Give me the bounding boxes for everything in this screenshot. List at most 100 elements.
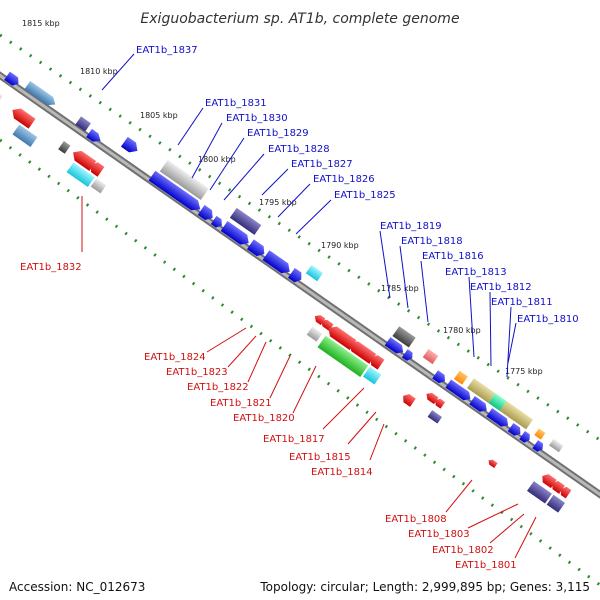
accession-label: Accession: NC_012673 [9, 580, 146, 594]
kbp-label: 1795 kbp [259, 198, 297, 207]
gene-arrow[interactable] [433, 397, 446, 409]
gene-label[interactable]: EAT1b_1821 [210, 398, 272, 409]
gene-label[interactable]: EAT1b_1810 [517, 314, 579, 325]
gene-arrow[interactable] [246, 239, 268, 259]
gene-arrow[interactable] [392, 326, 416, 348]
gene-label[interactable]: EAT1b_1822 [187, 382, 249, 393]
gene-arrow[interactable] [287, 267, 305, 285]
gene-arrow[interactable] [469, 396, 489, 415]
gene-label[interactable]: EAT1b_1830 [226, 113, 288, 124]
gene-arrow[interactable] [4, 71, 21, 88]
gene-arrow[interactable] [197, 205, 216, 223]
gene-arrow[interactable] [210, 215, 225, 230]
gene-label[interactable]: EAT1b_1837 [136, 45, 198, 56]
reverse-strand-genes [0, 89, 572, 513]
gene-arrow[interactable] [427, 410, 443, 424]
gene-arrow[interactable] [70, 147, 97, 171]
kbp-tick-labels: 1815 kbp 1810 kbp 1805 kbp 1800 kbp 1795… [22, 19, 543, 376]
inner-tick-track [0, 138, 600, 587]
kbp-label: 1775 kbp [505, 367, 543, 376]
kbp-label: 1780 kbp [443, 326, 481, 335]
gene-arrow[interactable] [422, 349, 439, 365]
kbp-label: 1805 kbp [140, 111, 178, 120]
gene-label[interactable]: EAT1b_1828 [268, 144, 330, 155]
gene-arrow[interactable] [262, 250, 294, 276]
gene-arrow[interactable] [486, 408, 511, 429]
gene-arrow[interactable] [313, 313, 326, 326]
gene-arrow[interactable] [12, 124, 38, 147]
gene-arrow[interactable] [306, 326, 323, 342]
gene-label[interactable]: EAT1b_1829 [247, 128, 309, 139]
gene-arrow[interactable] [467, 378, 496, 403]
gene-arrow[interactable] [534, 428, 546, 440]
gene-arrow[interactable] [488, 393, 507, 412]
gene-label[interactable]: EAT1b_1815 [289, 452, 351, 463]
gene-label[interactable]: EAT1b_1808 [385, 514, 447, 525]
gene-arrow[interactable] [400, 392, 416, 407]
gene-arrow[interactable] [346, 338, 377, 364]
gene-arrow[interactable] [148, 170, 204, 215]
forward-gene-labels: EAT1b_1837 EAT1b_1831 EAT1b_1830 EAT1b_1… [136, 45, 579, 325]
gene-arrow[interactable] [532, 440, 545, 453]
gene-label[interactable]: EAT1b_1812 [470, 282, 532, 293]
gene-arrow[interactable] [159, 159, 209, 200]
gene-arrow[interactable] [546, 494, 566, 513]
gene-arrow[interactable] [325, 323, 357, 351]
genome-backbone [0, 71, 600, 499]
gene-arrow[interactable] [368, 353, 385, 370]
gene-arrow[interactable] [487, 458, 498, 469]
gene-arrow[interactable] [384, 337, 406, 356]
gene-arrow[interactable] [549, 479, 565, 494]
gene-arrow[interactable] [220, 221, 252, 248]
gene-arrow[interactable] [401, 349, 415, 362]
gene-label[interactable]: EAT1b_1802 [432, 545, 494, 556]
gene-arrow[interactable] [86, 128, 103, 145]
gene-arrow[interactable] [507, 422, 524, 438]
reverse-callout-lines [81, 196, 537, 559]
gene-arrow[interactable] [90, 178, 107, 194]
gene-arrow[interactable] [9, 105, 36, 129]
gene-label[interactable]: EAT1b_1817 [263, 434, 325, 445]
gene-label[interactable]: EAT1b_1823 [166, 367, 228, 378]
gene-label[interactable]: EAT1b_1820 [233, 413, 295, 424]
gene-arrow[interactable] [453, 370, 468, 385]
gene-arrow[interactable] [432, 370, 448, 385]
reverse-gene-labels: EAT1b_1832 EAT1b_1824 EAT1b_1823 EAT1b_1… [20, 262, 517, 571]
gene-label[interactable]: EAT1b_1832 [20, 262, 82, 273]
gene-arrow[interactable] [519, 430, 532, 444]
gene-label[interactable]: EAT1b_1827 [291, 159, 353, 170]
gene-arrow[interactable] [317, 335, 369, 377]
gene-label[interactable]: EAT1b_1818 [401, 236, 463, 247]
gene-label[interactable]: EAT1b_1814 [311, 467, 373, 478]
gene-label[interactable]: EAT1b_1816 [422, 251, 484, 262]
gene-arrow[interactable] [549, 438, 564, 453]
gene-arrow[interactable] [499, 401, 533, 430]
gene-arrow[interactable] [24, 80, 59, 109]
map-title: Exiguobacterium sp. AT1b, complete genom… [140, 11, 459, 27]
gene-label[interactable]: EAT1b_1824 [144, 352, 206, 363]
kbp-label: 1790 kbp [321, 241, 359, 250]
gene-label[interactable]: EAT1b_1819 [380, 221, 442, 232]
gene-label[interactable]: EAT1b_1825 [334, 190, 396, 201]
gene-arrow[interactable] [120, 136, 141, 156]
gene-label[interactable]: EAT1b_1811 [491, 297, 553, 308]
gene-arrow[interactable] [305, 264, 324, 282]
gene-arrow[interactable] [558, 485, 572, 499]
gene-arrow[interactable] [362, 366, 382, 385]
gene-arrow[interactable] [66, 162, 95, 188]
gene-arrow[interactable] [445, 379, 473, 403]
gene-arrow[interactable] [75, 116, 91, 132]
gene-arrow[interactable] [58, 141, 71, 154]
outer-tick-track [0, 33, 600, 442]
gene-label[interactable]: EAT1b_1801 [455, 560, 517, 571]
gene-arrow[interactable] [229, 207, 262, 235]
gene-label[interactable]: EAT1b_1831 [205, 98, 267, 109]
gene-label[interactable]: EAT1b_1803 [408, 529, 470, 540]
gene-arrow[interactable] [527, 481, 552, 504]
gene-label[interactable]: EAT1b_1826 [313, 174, 375, 185]
gene-label[interactable]: EAT1b_1813 [445, 267, 507, 278]
gene-arrow[interactable] [88, 160, 105, 177]
kbp-label: 1810 kbp [80, 67, 118, 76]
gene-arrow[interactable] [0, 89, 3, 106]
